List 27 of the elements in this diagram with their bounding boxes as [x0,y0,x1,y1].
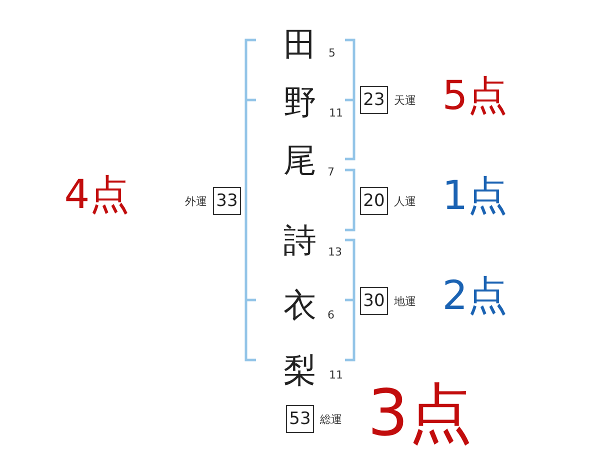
stroke-count: 11 [329,108,343,118]
fortune-label: 天運 [394,94,416,106]
name-character: 尾 [284,144,316,176]
number-box: 23 [360,86,388,114]
score-text: 2点 [442,276,508,316]
number-box: 53 [286,405,314,433]
fortune-label: 総運 [320,412,342,426]
name-character: 田 [284,28,316,60]
fortune-label: 外運 [185,194,207,208]
number-box: 20 [360,187,388,215]
stroke-count: 7 [328,166,334,178]
stroke-count: 6 [328,310,334,320]
name-character: 詩 [284,224,316,256]
name-character: 野 [284,86,316,118]
score-text: 5点 [442,76,508,116]
stroke-count: 13 [328,246,342,258]
score-text: 4点 [64,175,130,215]
fortune-label: 人運 [394,194,416,208]
stroke-count: 5 [328,48,336,58]
name-character: 衣 [284,288,316,322]
stroke-count: 11 [329,370,343,380]
number-box: 30 [360,287,388,315]
name-character: 梨 [284,354,316,386]
score-text: 1点 [442,176,508,216]
number-box: 33 [213,187,241,215]
score-text: 3点 [368,382,472,446]
fortune-label: 地運 [394,294,416,308]
